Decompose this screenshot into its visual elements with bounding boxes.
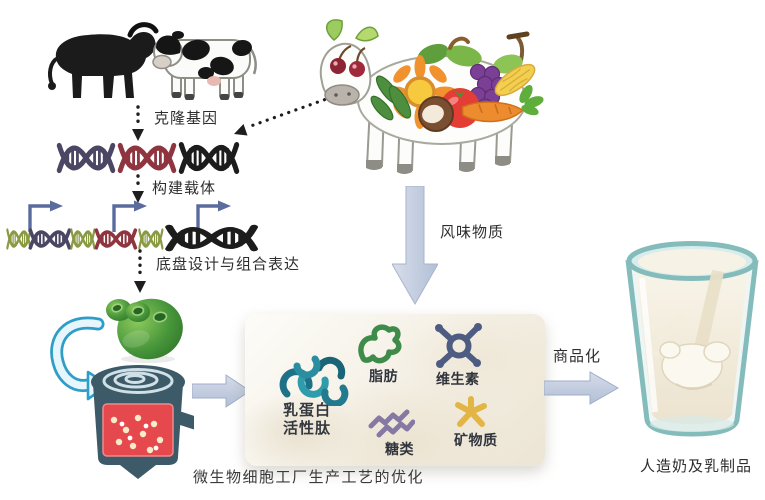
right-arrow-icon <box>192 374 251 408</box>
dotted-down-arrow-icon <box>132 105 144 141</box>
buffalo-icon <box>48 22 159 98</box>
chassis-design-label: 底盘设计与组合表达 <box>156 257 301 273</box>
vitamin-molecule-icon <box>435 323 482 368</box>
dna-helix-icon-black <box>178 140 240 176</box>
sugar-molecule-icon <box>368 409 415 438</box>
dairy-cow-icon <box>152 31 257 100</box>
fat-molecule-icon <box>358 324 402 364</box>
dotted-down-arrow-icon <box>132 174 144 203</box>
dna-helix-icon-red <box>117 141 177 175</box>
dotted-down-arrow-icon <box>134 249 146 293</box>
down-arrow-icon <box>392 186 438 306</box>
produce-cow-icon <box>319 19 544 174</box>
flavor-label: 风味物质 <box>440 225 505 241</box>
clone-gene-label: 克隆基因 <box>154 111 219 127</box>
milk-glass-icon <box>625 241 759 437</box>
panel-caption: 微生物细胞工厂生产工艺的优化 <box>193 470 425 486</box>
construct-vector-label: 构建载体 <box>152 181 217 197</box>
yeast-cell-icon <box>106 298 183 363</box>
product-label: 人造奶及乳制品 <box>640 459 753 475</box>
fermenter-icon <box>91 365 194 479</box>
right-arrow-icon <box>544 371 620 405</box>
mineral-label: 矿物质 <box>454 434 498 449</box>
dotted-diagonal-arrow-icon <box>234 90 348 136</box>
protein-peptide-label: 乳蛋白 活性肽 <box>283 403 332 437</box>
mineral-molecule-icon <box>455 396 487 427</box>
commercialization-label: 商品化 <box>553 349 602 365</box>
gene-construct-icon <box>5 200 266 254</box>
milk-components-panel: 乳蛋白 活性肽 脂肪 维生素 糖类 <box>245 314 545 466</box>
vitamin-label: 维生素 <box>436 373 480 388</box>
fat-label: 脂肪 <box>369 370 398 385</box>
dna-helix-icon-purple <box>56 141 116 175</box>
milk-protein-peptide-icon <box>279 355 349 406</box>
sugar-label: 糖类 <box>385 443 414 458</box>
